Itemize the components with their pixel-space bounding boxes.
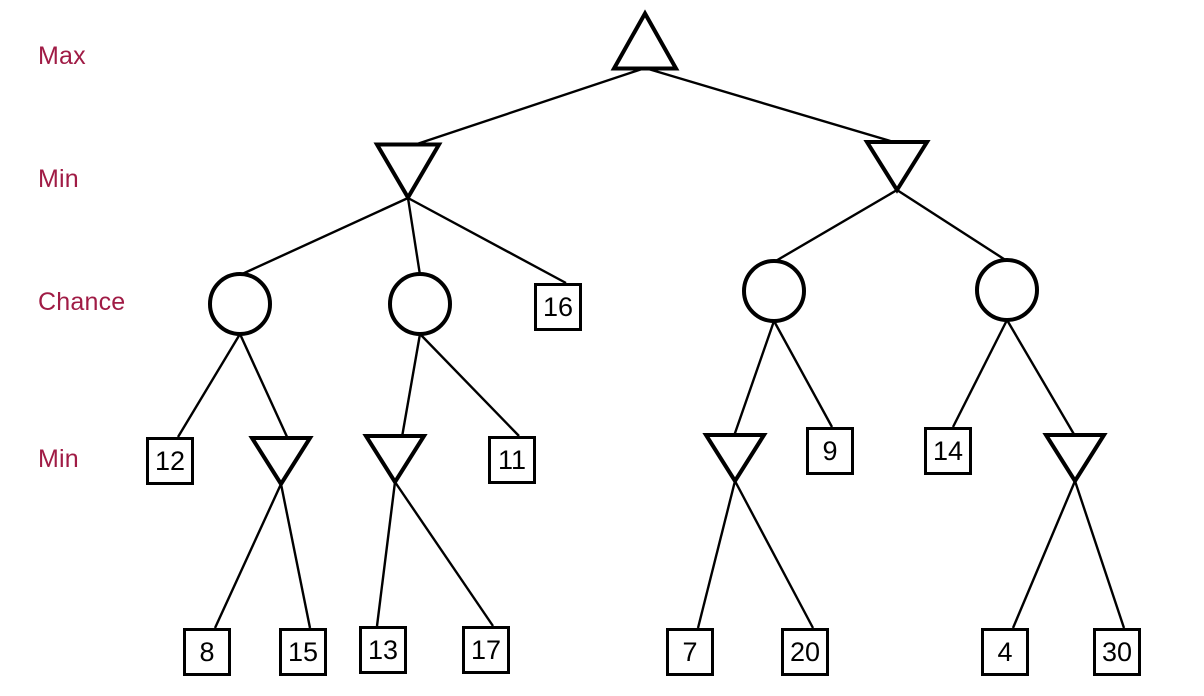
terminal-leaf-30: 30	[1093, 628, 1141, 676]
min-node-triangle-down	[373, 142, 443, 202]
tree-edge	[772, 320, 834, 428]
tree-edge	[375, 481, 397, 627]
tree-edge	[896, 188, 1008, 263]
chance-node-circle	[975, 258, 1039, 322]
terminal-leaf-15: 15	[279, 628, 327, 676]
terminal-leaf-17: 17	[462, 626, 510, 674]
tree-edge	[1073, 480, 1126, 629]
terminal-leaf-14: 14	[924, 427, 972, 475]
tree-edge	[407, 196, 567, 285]
tree-edge	[394, 481, 494, 627]
tree-edge	[773, 188, 898, 264]
tree-edge	[951, 319, 1009, 428]
terminal-leaf-8: 8	[183, 628, 231, 676]
terminal-leaf-7: 7	[666, 628, 714, 676]
tree-edge	[696, 480, 737, 629]
terminal-leaf-12: 12	[146, 437, 194, 485]
tree-edge	[407, 66, 646, 149]
tree-edge	[419, 333, 520, 437]
tree-edge	[238, 333, 290, 440]
min-node-triangle-down	[863, 140, 931, 194]
min-node-triangle-down	[362, 434, 428, 486]
tree-edge	[400, 333, 422, 438]
tree-edge	[176, 333, 242, 438]
row-label-min-2: Min	[38, 445, 79, 473]
terminal-leaf-4: 4	[981, 628, 1029, 676]
chance-node-circle	[208, 272, 272, 336]
edges-layer	[176, 66, 1126, 629]
row-label-min-1: Min	[38, 165, 79, 193]
terminal-leaf-16: 16	[534, 283, 582, 331]
tree-edge	[732, 320, 776, 437]
tree-edge	[406, 197, 422, 276]
terminal-leaf-11: 11	[488, 436, 536, 484]
max-node-triangle-up	[610, 9, 680, 71]
tree-edge	[1005, 319, 1077, 437]
row-label-chance: Chance	[38, 288, 126, 316]
min-node-triangle-down	[248, 436, 314, 488]
tree-edge	[279, 483, 312, 629]
terminal-leaf-13: 13	[359, 626, 407, 674]
min-node-triangle-down	[702, 433, 768, 485]
min-node-triangle-down	[1042, 433, 1108, 485]
nodes-layer	[208, 9, 1108, 488]
terminal-leaf-20: 20	[781, 628, 829, 676]
tree-edge	[733, 480, 815, 629]
tree-edge	[239, 196, 409, 277]
tree-edge	[213, 483, 283, 629]
chance-node-circle	[742, 259, 806, 323]
tree-edge	[644, 66, 898, 145]
chance-node-circle	[388, 272, 452, 336]
tree-edge	[1011, 480, 1077, 629]
row-label-max: Max	[38, 42, 86, 70]
terminal-leaf-9: 9	[806, 427, 854, 475]
